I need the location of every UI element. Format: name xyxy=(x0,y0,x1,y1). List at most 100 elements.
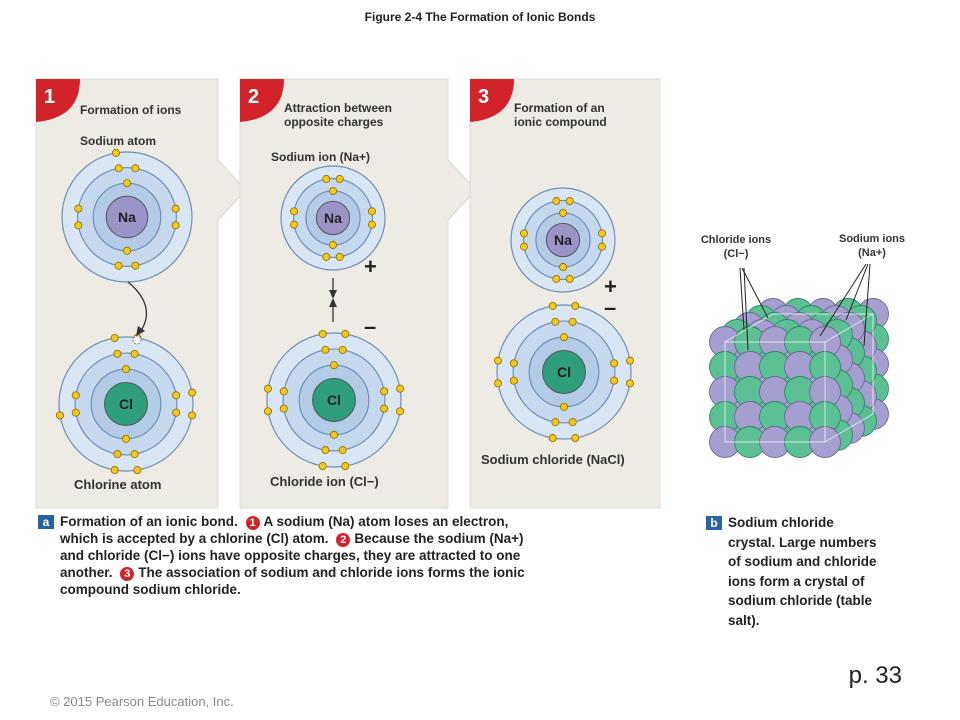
chlorine-atom-electron xyxy=(122,434,131,443)
chlorine-atom-electron xyxy=(113,450,122,459)
nacl-chloride-ion-nucleus xyxy=(542,350,586,394)
nacl-chloride-ion-electron xyxy=(493,356,502,365)
nacl-chloride-ion-symbol: Cl xyxy=(557,364,571,380)
panel-1-number: 1 xyxy=(44,86,55,108)
nacl-chloride-ion-electron xyxy=(548,434,557,443)
caption-b-line-1-text: Sodium chloride xyxy=(728,515,834,530)
sodium-atom-electron xyxy=(171,204,180,213)
nacl-minus-sign: – xyxy=(604,295,617,320)
sodium-ions-label: Sodium ions (Na+) xyxy=(822,232,922,260)
caption-b-line-3: of sodium and chloride xyxy=(728,554,877,569)
sodium-atom: Na xyxy=(61,148,193,283)
sodium-atom-label: Sodium atom xyxy=(80,134,157,148)
chlorine-atom-electron xyxy=(172,391,181,400)
caption-a-title: Formation of an ionic bond. xyxy=(60,514,238,529)
copyright-notice: © 2015 Pearson Education, Inc. xyxy=(50,694,234,709)
nacl-chloride-ion-electron xyxy=(509,376,518,385)
nacl-sodium-ion-electron xyxy=(520,242,529,251)
chloride-ion-electron xyxy=(318,329,327,338)
nacl-plus-sign: + xyxy=(604,274,617,299)
nacl-chloride-ion-electron xyxy=(493,379,502,388)
chloride-ion-electron xyxy=(396,384,405,393)
step-1-badge: 1 xyxy=(245,516,260,530)
nacl-chloride-ion-electron xyxy=(560,333,569,342)
attraction-arrowhead-down xyxy=(329,290,337,299)
chlorine-atom-electron xyxy=(188,388,197,397)
chlorine-atom: Cl xyxy=(55,333,197,475)
nacl-chloride-ion-electron xyxy=(610,376,619,385)
caption-a-line4-text: another. xyxy=(60,565,113,580)
panel-1-heading: Formation of ions xyxy=(80,103,182,117)
step-3-badge: 3 xyxy=(120,567,135,581)
sodium-atom-electron xyxy=(114,164,123,173)
panel-3-number-tab xyxy=(470,79,514,122)
chlorine-atom-label: Chlorine atom xyxy=(74,477,162,492)
chlorine-atom-electron xyxy=(133,466,142,475)
panel-1-number-tab xyxy=(36,79,80,122)
chlorine-atom-electron xyxy=(172,408,181,417)
nacl-chloride-ion-electron xyxy=(509,359,518,368)
chloride-ion-minus-sign: – xyxy=(364,314,377,339)
chloride-ion-electron xyxy=(329,361,338,370)
sodium-pointer-line-2 xyxy=(845,263,869,321)
chloride-ion-electron xyxy=(263,407,272,416)
sodium-ion-electron xyxy=(335,252,344,261)
sodium-ion-electron xyxy=(367,220,376,229)
chlorine-atom-electron xyxy=(122,365,131,374)
chloride-ion: Cl xyxy=(263,329,405,471)
step-2-badge: 2 xyxy=(336,533,351,547)
panel-3-background xyxy=(469,78,661,509)
nacl-sodium-ion-electron xyxy=(597,242,606,251)
sodium-atom-electron xyxy=(123,179,132,188)
chloride-ion-electron xyxy=(396,407,405,416)
caption-a-line-5: compound sodium chloride. xyxy=(60,582,241,597)
caption-b-line-5: sodium chloride (table xyxy=(728,593,873,608)
panel-2-heading-line1: Attraction between xyxy=(284,101,393,115)
chloride-ions-label-line2: (Cl−) xyxy=(723,248,749,260)
chlorine-atom-electron xyxy=(71,408,80,417)
nacl-chloride-ion-electron xyxy=(568,317,577,326)
electron-transfer-arrowhead xyxy=(136,326,145,336)
caption-a-step1-text: A sodium (Na) atom loses an electron, xyxy=(263,514,509,529)
caption-b-line-4: ions form a crystal of xyxy=(728,573,865,589)
sodium-ion-label: Sodium ion (Na+) xyxy=(271,150,370,164)
chloride-ion-label: Chloride ion (Cl−) xyxy=(270,474,379,489)
caption-a-line-2: which is accepted by a chlorine (Cl) ato… xyxy=(38,530,638,547)
chloride-pointer-line-1 xyxy=(739,267,745,331)
page-number: p. 33 xyxy=(848,662,902,689)
chloride-ions-label: Chloride ions (Cl−) xyxy=(688,233,784,261)
attraction-arrowhead-up xyxy=(329,298,337,307)
chlorine-atom-nucleus xyxy=(104,382,148,426)
caption-b-line-6: salt). xyxy=(728,612,760,628)
nacl-chloride-ion-electron xyxy=(560,402,569,411)
chloride-ion-electron xyxy=(338,446,347,455)
sodium-atom-nucleus xyxy=(105,195,149,239)
sodium-ion-symbol: Na xyxy=(324,210,342,226)
nacl-chloride-ion-electron xyxy=(626,379,635,388)
chlorine-atom-symbol: Cl xyxy=(119,396,133,412)
chloride-ion-electron xyxy=(279,404,288,413)
nacl-chloride-ion-electron xyxy=(571,301,580,310)
nacl-sodium-ion-nucleus xyxy=(545,222,581,258)
sodium-ion-nucleus xyxy=(315,200,351,236)
nacl-sodium-ion-electron xyxy=(559,208,568,217)
nacl-sodium-ion-electron xyxy=(565,274,574,283)
panel-2-number: 2 xyxy=(248,86,259,108)
sodium-atom-electron xyxy=(74,221,83,230)
transferred-electron xyxy=(132,335,142,345)
crystal-side-edge xyxy=(824,313,874,343)
figure-title: Figure 2-4 The Formation of Ionic Bonds xyxy=(364,10,596,24)
sodium-pointer-line-1 xyxy=(819,263,867,337)
chloride-pointer-line-3 xyxy=(743,267,749,351)
sodium-ion-electron xyxy=(367,207,376,216)
nacl-chloride-ion-electron xyxy=(551,418,560,427)
chlorine-atom-electron xyxy=(113,349,122,358)
caption-a-step2-text: Because the sodium (Na+) xyxy=(354,531,524,546)
nacl-chloride-ion-electron xyxy=(548,301,557,310)
